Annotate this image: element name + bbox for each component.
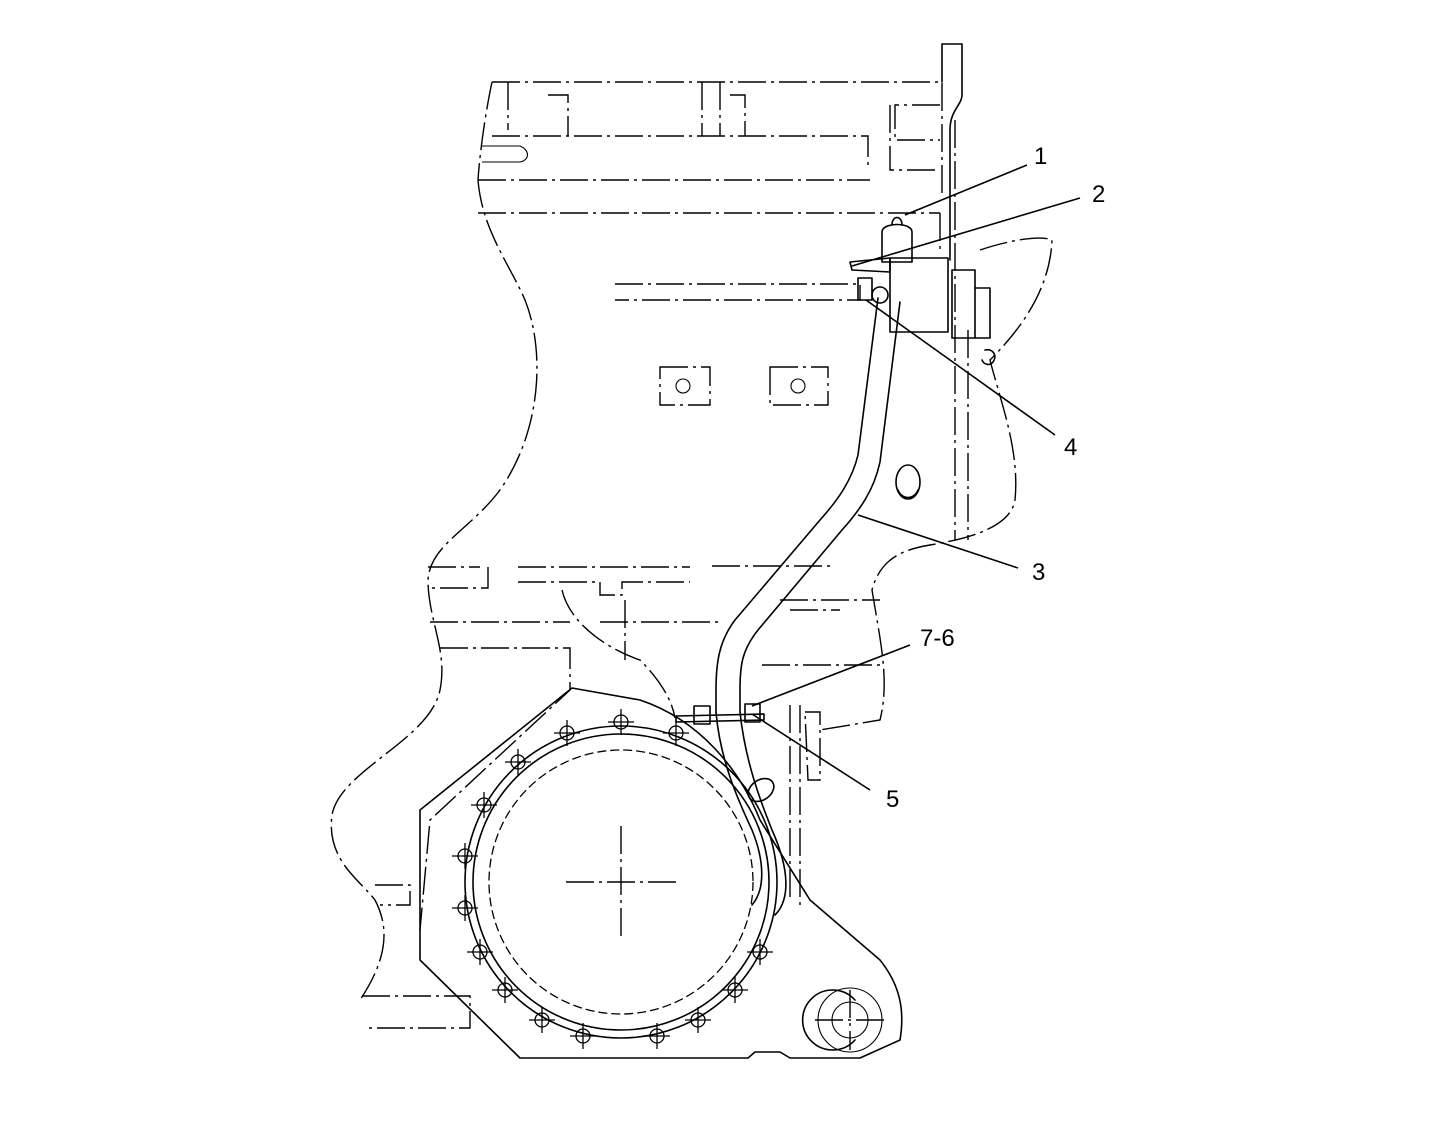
tube-assembly — [715, 297, 901, 916]
callout-labels: 1 2 4 3 7-6 5 — [886, 143, 1105, 813]
callout-3: 3 — [1032, 559, 1045, 586]
mounting-clip — [675, 703, 765, 725]
flywheel-housing — [419, 687, 903, 1059]
leader-3 — [857, 514, 1019, 569]
leader-4 — [865, 299, 1056, 436]
leader-7-6 — [751, 644, 911, 707]
leader-1 — [904, 164, 1028, 216]
callout-1: 1 — [1034, 143, 1047, 170]
leader-2 — [851, 197, 1081, 267]
callout-5: 5 — [886, 786, 899, 813]
callout-7-6: 7-6 — [920, 625, 955, 652]
leader-lines — [751, 164, 1081, 791]
bolt-circle — [452, 709, 773, 1049]
callout-4: 4 — [1064, 434, 1077, 461]
engine-block-outline — [330, 81, 1053, 1029]
callout-2: 2 — [1092, 181, 1105, 208]
sensor-assembly — [849, 43, 996, 500]
leader-5 — [751, 713, 871, 791]
